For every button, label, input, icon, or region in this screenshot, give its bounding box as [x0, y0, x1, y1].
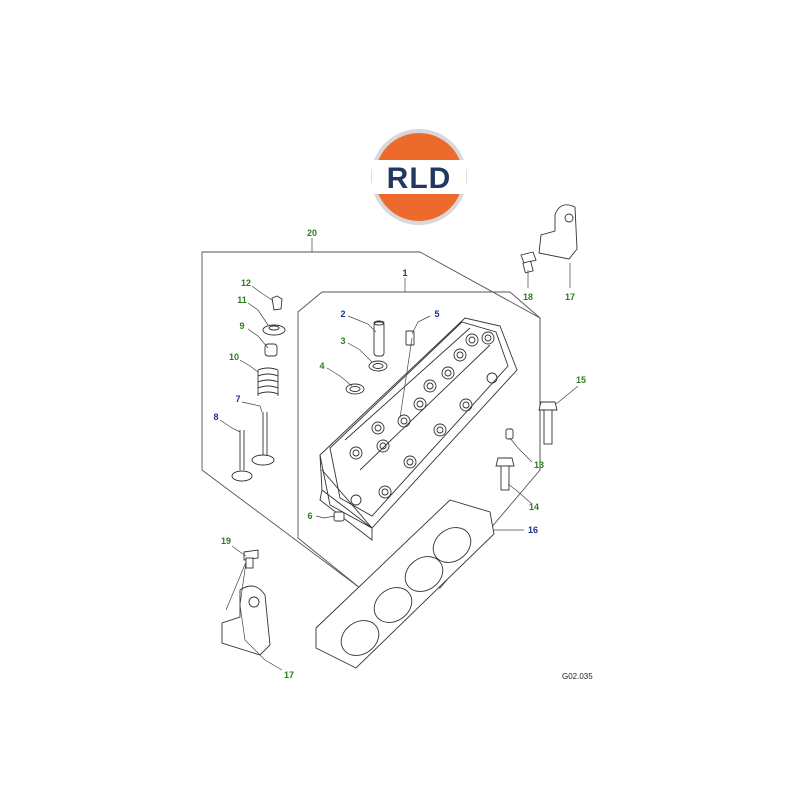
- callout-5: 5: [434, 309, 439, 319]
- valve-spring: [257, 367, 279, 396]
- callout-13: 13: [534, 460, 544, 470]
- valve-seat-insert: [368, 360, 388, 372]
- valve-seat-insert-exhaust: [345, 383, 365, 395]
- callout-11: 11: [237, 295, 247, 305]
- valve-guide: [373, 320, 385, 357]
- callout-18: 18: [523, 292, 533, 302]
- lifting-bracket-front: [538, 204, 578, 260]
- callout-10: 10: [229, 352, 239, 362]
- bracket-bolt-front: [520, 251, 537, 274]
- callout-12: 12: [241, 278, 251, 288]
- dowel-pin: [405, 330, 415, 346]
- head-bolt-short: [495, 457, 515, 491]
- head-gasket: [315, 499, 495, 669]
- exhaust-valve: [231, 430, 253, 482]
- rld-logo: RLD: [371, 129, 467, 225]
- callout-17-rear: 17: [284, 670, 294, 680]
- cam-journals: [349, 331, 498, 506]
- callout-2: 2: [340, 309, 345, 319]
- callout-17-front: 17: [565, 292, 575, 302]
- callout-16: 16: [528, 525, 538, 535]
- logo-text: RLD: [387, 162, 452, 195]
- head-bolt-long: [538, 401, 558, 445]
- callout-4: 4: [319, 361, 324, 371]
- cylinder-head: [319, 317, 518, 541]
- callout-8: 8: [213, 412, 218, 422]
- valve-collet: [271, 295, 283, 311]
- logo-band: [372, 160, 466, 194]
- callout-labels: 20 1 2 3 4 5 6 7 8 9 10 11 12 13 14 15 1…: [213, 228, 586, 680]
- callout-1: 1: [402, 268, 407, 278]
- callout-6: 6: [307, 511, 312, 521]
- callout-19: 19: [221, 536, 231, 546]
- kit-frame-20: [201, 251, 361, 589]
- diagram-reference: G02.035: [562, 672, 593, 681]
- callout-9: 9: [239, 321, 244, 331]
- inlet-valve: [251, 412, 275, 466]
- callout-20: 20: [307, 228, 317, 238]
- core-plug: [333, 511, 345, 522]
- callout-14: 14: [529, 502, 539, 512]
- lifting-bracket-rear: [221, 585, 271, 656]
- spring-retainer: [262, 324, 286, 336]
- callout-15: 15: [576, 375, 586, 385]
- leader-lines: [219, 238, 579, 671]
- head-dowel: [505, 428, 514, 440]
- valve-stem-seal: [264, 343, 278, 357]
- callout-3: 3: [340, 336, 345, 346]
- callout-7: 7: [235, 394, 240, 404]
- bracket-bolt-rear: [243, 549, 259, 569]
